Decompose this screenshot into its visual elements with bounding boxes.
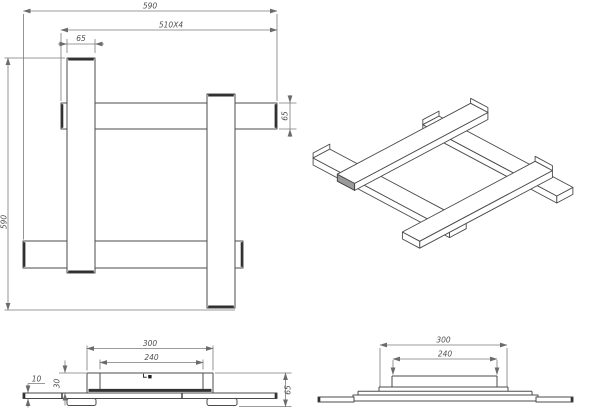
- dim-text-front-panel-width: 240: [144, 353, 159, 362]
- dim-front-canopy-width: 300: [86, 339, 214, 371]
- dim-overall-width: 590: [23, 2, 278, 14]
- dim-text-front-bar-thickness: 10: [32, 375, 42, 384]
- dim-bar-width: 65: [58, 34, 104, 47]
- plan-bar-left: [66, 57, 96, 274]
- dim-front-canopy-height: 30: [53, 360, 86, 406]
- plan-view: 590 510X4 65 65 590: [0, 2, 297, 311]
- plan-bar-end-caps: [23, 58, 277, 308]
- dim-front-total-height: 65: [215, 372, 293, 407]
- dim-front-bar-thickness: 10: [25, 375, 45, 408]
- dim-diag-canopy-width: 300: [379, 336, 508, 387]
- dim-front-panel-width: 240: [99, 353, 204, 370]
- iso-bar-right: [401, 155, 553, 249]
- side-view-diagonal: 300 240: [317, 336, 574, 403]
- front-long-bar: [22, 392, 278, 399]
- dim-text-diag-canopy-width: 300: [436, 336, 451, 345]
- plan-bar-bottom: [22, 240, 244, 269]
- diag-long-bar: [352, 394, 539, 402]
- diag-bar-end-left: [317, 396, 355, 403]
- front-cross-bar-right: [206, 398, 238, 406]
- dim-text-overall-height: 590: [0, 215, 9, 230]
- isometric-view: [312, 97, 574, 249]
- plan-bar-right: [206, 93, 236, 309]
- plan-center-panel: [94, 128, 208, 242]
- diag-bar-end-right: [535, 396, 574, 403]
- dim-overall-height: 590: [0, 57, 11, 311]
- plan-extension-lines: [4, 14, 297, 311]
- plan-bar-top: [60, 102, 278, 130]
- dim-bar-length: 510X4: [60, 21, 278, 33]
- dim-bar-width-right: 65: [281, 95, 293, 137]
- dim-text-front-canopy-width: 300: [143, 339, 158, 348]
- dim-text-bar-width: 65: [76, 34, 86, 43]
- dim-text-bar-width-right: 65: [281, 111, 290, 121]
- dim-text-bar-length: 510X4: [159, 21, 183, 30]
- dim-text-diag-panel-width: 240: [438, 350, 453, 359]
- front-center-mark: [143, 373, 152, 379]
- dim-diag-panel-width: 240: [390, 350, 500, 375]
- side-view-front: 300 240 30 10 65: [22, 339, 293, 408]
- dim-text-front-canopy-height: 30: [53, 379, 62, 389]
- dim-text-overall-width: 590: [143, 2, 158, 11]
- iso-bar-left: [336, 97, 489, 192]
- dim-text-front-total-height: 65: [284, 385, 293, 395]
- front-cross-bar-left: [66, 398, 97, 406]
